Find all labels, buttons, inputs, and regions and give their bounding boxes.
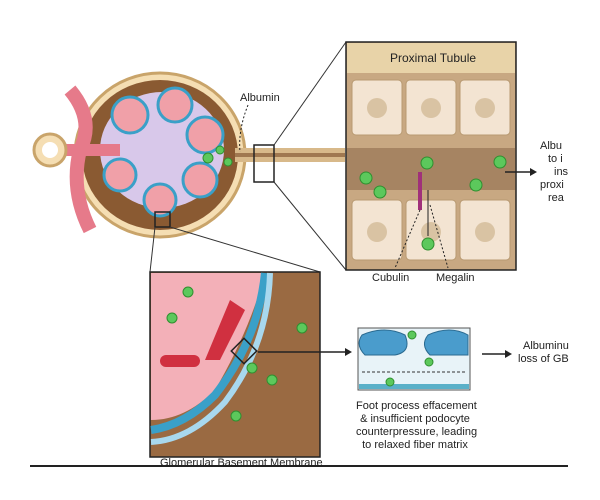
albumin-label: Albumin	[240, 92, 280, 104]
text-line: ins	[554, 166, 569, 178]
proximal-tubule-label: Proximal Tubule	[390, 51, 477, 65]
text-line: to i	[548, 153, 563, 165]
text-line: rea	[548, 192, 564, 204]
text-line: Albu	[540, 140, 563, 152]
cubulin-label: Cubulin	[372, 272, 410, 284]
text-line: loss of GB	[518, 353, 569, 365]
right-bottom-text: Albuminu loss of GB	[518, 340, 600, 366]
text-line: proxi	[540, 179, 564, 191]
megalin-label: Megalin	[436, 272, 475, 284]
foot-process-caption: Foot process effacement & insufficient p…	[356, 400, 478, 452]
caption-line: & insufficient podocyte	[360, 413, 470, 425]
caption-line: counterpressure, leading	[356, 426, 478, 438]
text-line: Albuminu	[523, 340, 569, 352]
gbm-panel	[149, 271, 321, 458]
gbm-label: Glomerular Basement Membrane	[160, 457, 323, 469]
proximal-tubule-panel	[345, 41, 517, 271]
caption-line: Foot process effacement	[356, 400, 477, 412]
tubule-zoom-box	[253, 144, 275, 183]
right-top-text: Albu to i ins proxi rea	[540, 140, 600, 205]
foot-process-panel	[357, 327, 471, 391]
glomerulus	[32, 71, 247, 239]
caption-line: to relaxed fiber matrix	[362, 439, 468, 451]
